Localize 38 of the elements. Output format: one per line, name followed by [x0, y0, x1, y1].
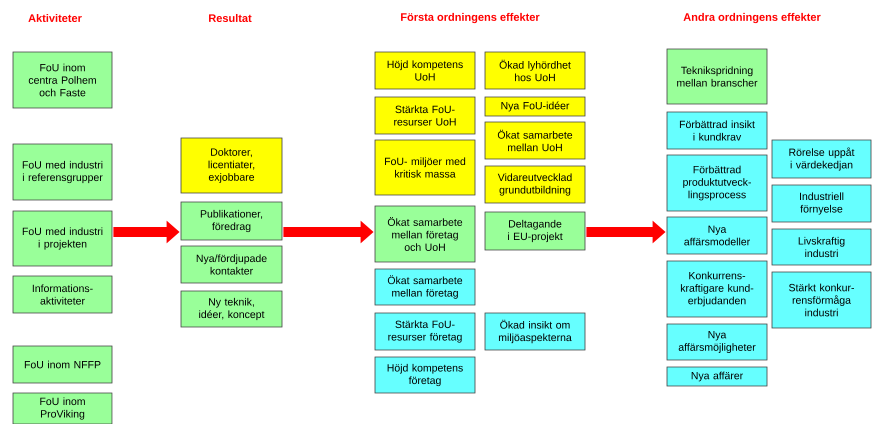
effect-box: Ökat samarbete mellan företag — [374, 268, 476, 306]
effect-box: Nya affärer — [666, 366, 768, 386]
effect-box: Ökad lyhördhet hos UoH — [484, 52, 586, 90]
effect-box: Stärkt konkur- rensförmåga industri — [772, 272, 872, 328]
effect-box: FoU med industri i referensgrupper — [12, 144, 112, 200]
effect-box: Förbättrad insikt i kundkrav — [666, 112, 768, 150]
effect-box: Höjd kompetens företag — [374, 356, 476, 394]
effect-box: Rörelse uppåt i värdekedjan — [772, 140, 872, 178]
effect-box: Höjd kompetens UoH — [374, 52, 476, 90]
effect-box: Doktorer, licentiater, exjobbare — [180, 138, 282, 194]
effect-box: Stärkta FoU- resurser UoH — [374, 96, 476, 134]
column-heading: Första ordningens effekter — [401, 12, 540, 24]
effect-box: Livskraftig industri — [772, 228, 872, 266]
effect-box: Stärkta FoU- resurser företag — [374, 312, 476, 350]
effect-box: Ökat samarbete mellan UoH — [484, 122, 586, 160]
effect-box: Nya affärsmöjligheter — [666, 324, 768, 360]
effect-box: FoU inom NFFP — [12, 346, 112, 384]
effect-box: Publikationer, föredrag — [180, 202, 282, 240]
effect-box: Ökad insikt om miljöaspekterna — [484, 312, 586, 350]
column-heading: Resultat — [209, 14, 252, 22]
effect-box: FoU inom centra Polhem och Faste — [12, 52, 112, 108]
effect-box: Konkurrens- kraftigare kund- erbjudanden — [666, 260, 768, 318]
effect-box: Deltagande i EU-projekt — [484, 212, 586, 250]
effect-box: Ökat samarbete mellan företag och UoH — [374, 206, 476, 262]
effect-box: Förbättrad produktutveck- lingsprocess — [666, 154, 768, 212]
effect-box: FoU inom ProViking — [12, 392, 112, 424]
effect-box: FoU- miljöer med kritisk massa — [374, 140, 476, 196]
effect-box: Industriell förnyelse — [772, 184, 872, 222]
effect-box: Vidareutvecklad grundutbildning — [484, 166, 586, 204]
effect-box: FoU med industri i projekten — [12, 210, 112, 266]
effect-box: Teknikspridning mellan branscher — [666, 48, 768, 104]
effect-box: Nya affärsmodeller — [666, 216, 768, 254]
column-heading: Andra ordningens effekter — [684, 12, 821, 24]
effect-box: Nya FoU-idéer — [484, 96, 586, 116]
effect-box: Ny teknik, idéer, koncept — [180, 290, 282, 328]
effect-box: Nya/fördjupade kontakter — [180, 246, 282, 284]
effect-box: Informations- aktiviteter — [12, 276, 112, 314]
column-heading: Aktiviteter — [28, 14, 82, 22]
